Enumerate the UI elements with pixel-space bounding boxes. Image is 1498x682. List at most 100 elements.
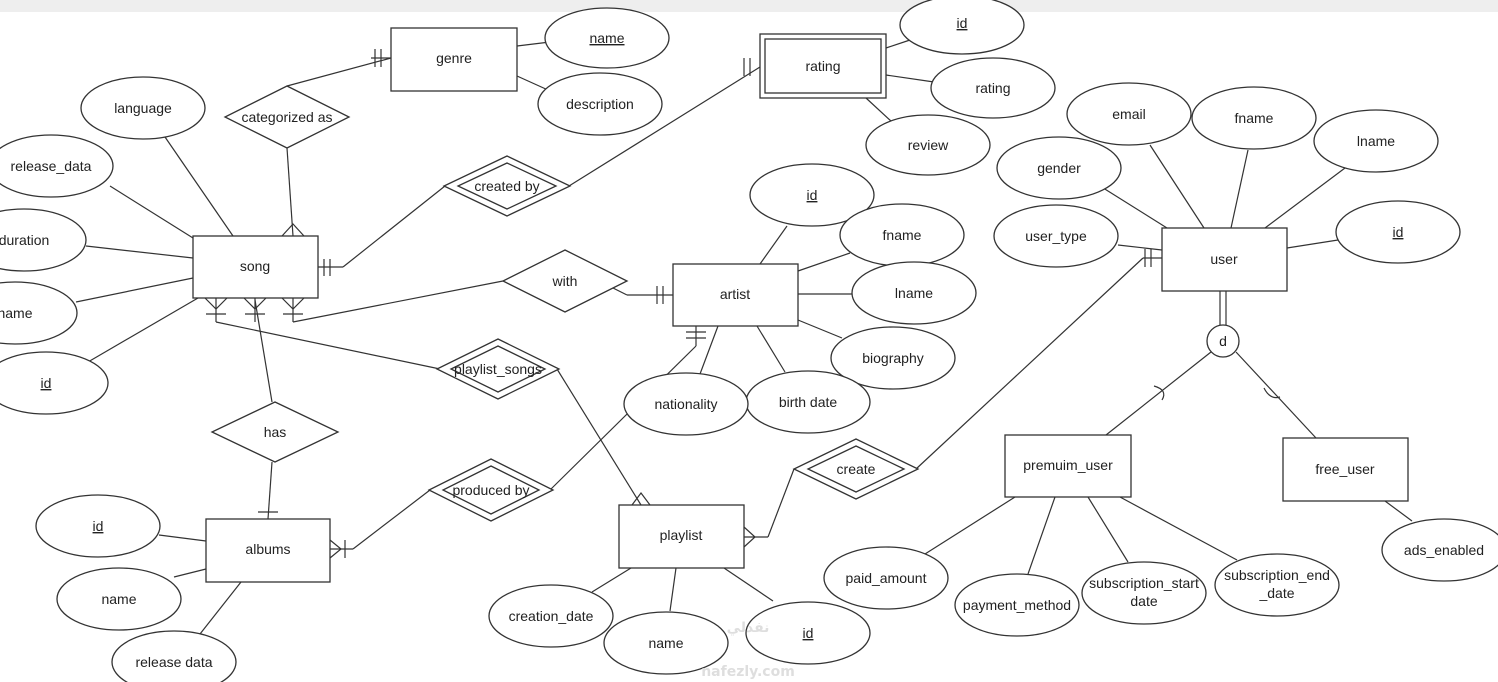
svg-text:albums: albums	[245, 541, 290, 557]
svg-text:song: song	[240, 258, 270, 274]
svg-text:playlist_songs: playlist_songs	[454, 361, 542, 377]
svg-text:name: name	[648, 635, 683, 651]
entity-free-user: free_user	[1282, 437, 1409, 502]
attribute-user-email: email	[1066, 82, 1192, 146]
svg-text:id: id	[807, 187, 818, 203]
svg-text:subscription_start: subscription_start	[1089, 575, 1199, 591]
relationship-produced-by: produced by	[427, 458, 555, 522]
svg-text:biography: biography	[862, 350, 924, 366]
top-bar	[0, 0, 1498, 12]
svg-text:artist: artist	[720, 286, 750, 302]
entity-premium-user: premuim_user	[1004, 434, 1132, 498]
relationship-with: with	[501, 249, 629, 313]
attribute-song-release-data: release_data	[0, 134, 114, 198]
svg-text:create: create	[837, 461, 876, 477]
attribute-user-fname: fname	[1191, 86, 1317, 150]
attribute-song-language: language	[80, 76, 206, 140]
specialization-circle: d	[1206, 324, 1240, 358]
attribute-user-gender: gender	[996, 136, 1122, 200]
svg-text:rating: rating	[975, 80, 1010, 96]
svg-text:nafezly.com: nafezly.com	[701, 664, 795, 680]
attribute-playlist-id: id	[745, 601, 871, 665]
relationship-categorized-as: categorized as	[223, 85, 351, 149]
entity-albums: albums	[205, 518, 331, 583]
attribute-albums-id: id	[35, 494, 161, 558]
svg-text:id: id	[41, 375, 52, 391]
svg-text:fname: fname	[883, 227, 922, 243]
svg-text:premuim_user: premuim_user	[1023, 457, 1113, 473]
svg-text:_date: _date	[1258, 585, 1294, 601]
relationships: categorized as created by with playlist_…	[210, 85, 920, 522]
attribute-song-duration: duration	[0, 208, 87, 272]
svg-text:free_user: free_user	[1315, 461, 1374, 477]
svg-text:playlist: playlist	[660, 527, 703, 543]
attribute-ads-enabled: ads_enabled	[1381, 518, 1498, 582]
svg-text:paid_amount: paid_amount	[846, 570, 927, 586]
svg-text:release data: release data	[135, 654, 212, 670]
svg-text:created by: created by	[474, 178, 539, 194]
attribute-song-name: name	[0, 281, 78, 345]
svg-text:payment_method: payment_method	[963, 597, 1071, 613]
attribute-song-id: id	[0, 351, 109, 415]
svg-text:genre: genre	[436, 50, 472, 66]
svg-text:with: with	[552, 273, 578, 289]
attribute-paid-amount: paid_amount	[823, 546, 949, 610]
connector-lines	[75, 39, 1413, 635]
entity-playlist: playlist	[618, 504, 745, 569]
attribute-user-lname: lname	[1313, 109, 1439, 173]
svg-text:review: review	[908, 137, 949, 153]
svg-text:نفذلي: نفذلي	[727, 620, 770, 636]
svg-text:id: id	[93, 518, 104, 534]
attribute-user-id: id	[1335, 200, 1461, 264]
svg-text:duration: duration	[0, 232, 49, 248]
entity-artist: artist	[672, 263, 799, 327]
relationship-created-by: created by	[442, 155, 572, 217]
attribute-subscription-end-date: subscription_end _date	[1214, 553, 1340, 617]
attribute-user-type: user_type	[993, 204, 1119, 268]
svg-text:d: d	[1219, 333, 1227, 349]
svg-text:id: id	[803, 625, 814, 641]
attribute-albums-release-data: release data	[111, 630, 237, 682]
attribute-artist-nationality: nationality	[623, 372, 749, 436]
attribute-payment-method: payment_method	[954, 573, 1080, 637]
svg-text:produced by: produced by	[452, 482, 529, 498]
attribute-genre-description: description	[537, 72, 663, 136]
attribute-albums-name: name	[56, 567, 182, 631]
relationship-create: create	[792, 438, 920, 500]
svg-text:name: name	[0, 305, 33, 321]
svg-text:lname: lname	[1357, 133, 1395, 149]
entity-user: user	[1161, 227, 1288, 292]
svg-text:subscription_end: subscription_end	[1224, 567, 1330, 583]
entity-genre: genre	[390, 27, 518, 92]
entities: genre rating song artist user albums pla…	[192, 27, 1409, 583]
svg-text:categorized as: categorized as	[241, 109, 332, 125]
svg-text:creation_date: creation_date	[509, 608, 594, 624]
svg-text:id: id	[1393, 224, 1404, 240]
attribute-artist-birth-date: birth date	[745, 370, 871, 434]
svg-text:fname: fname	[1235, 110, 1274, 126]
attribute-genre-name: name	[544, 7, 670, 69]
attribute-artist-lname: lname	[851, 261, 977, 325]
attribute-rating-id: id	[899, 0, 1025, 55]
svg-text:has: has	[264, 424, 287, 440]
svg-text:id: id	[957, 15, 968, 31]
svg-text:birth date: birth date	[779, 394, 838, 410]
attribute-rating-rating: rating	[930, 57, 1056, 119]
attribute-artist-biography: biography	[830, 326, 956, 390]
svg-text:user_type: user_type	[1025, 228, 1087, 244]
attribute-artist-fname: fname	[839, 203, 965, 267]
svg-text:name: name	[589, 30, 624, 46]
svg-text:nationality: nationality	[654, 396, 717, 412]
svg-text:language: language	[114, 100, 172, 116]
cardinality-markers	[204, 49, 1281, 559]
watermark: نفذلي nafezly.com	[701, 620, 795, 680]
entity-rating: rating	[759, 33, 887, 99]
svg-text:description: description	[566, 96, 634, 112]
svg-text:ads_enabled: ads_enabled	[1404, 542, 1484, 558]
attribute-rating-review: review	[865, 114, 991, 176]
entity-song: song	[192, 235, 319, 299]
svg-text:rating: rating	[805, 58, 840, 74]
